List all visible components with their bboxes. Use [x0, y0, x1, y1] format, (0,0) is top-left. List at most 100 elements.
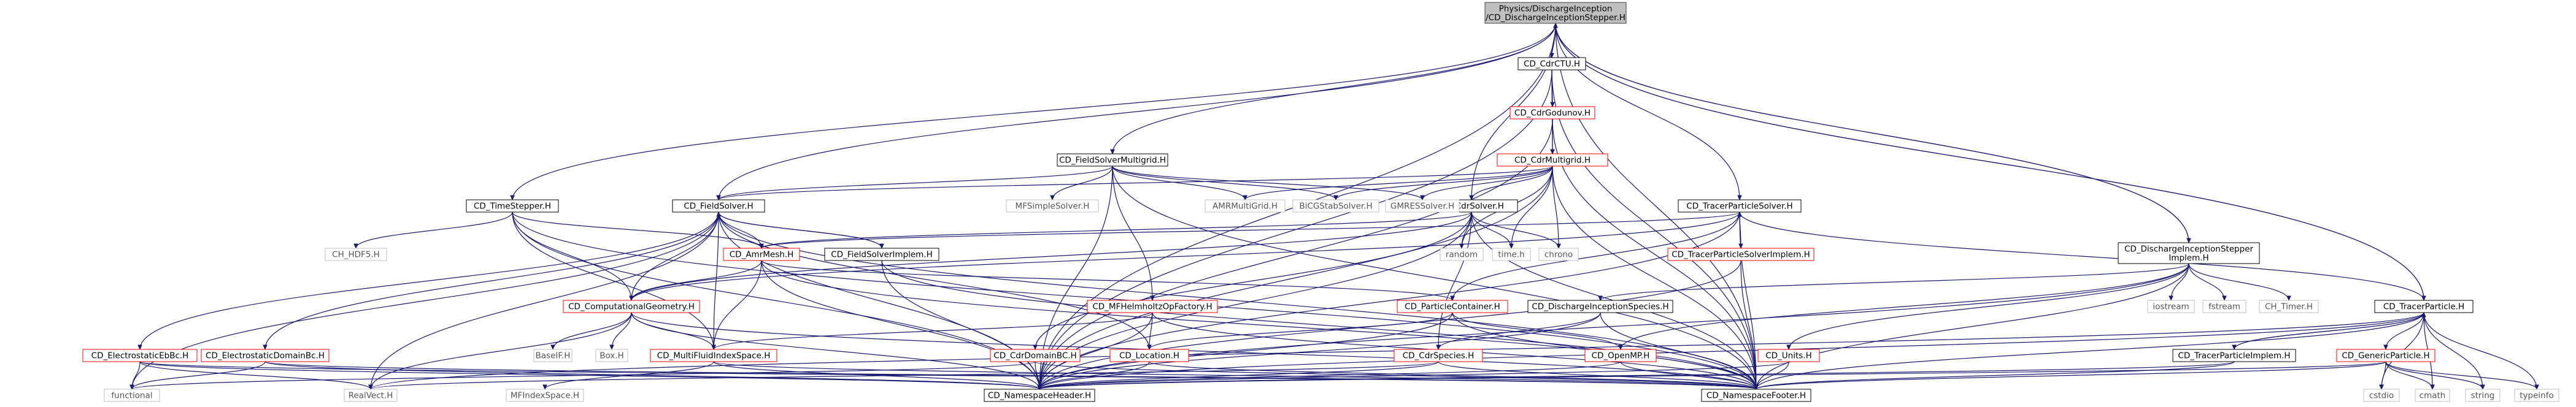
node-amrmg[interactable]: AMRMultiGrid.H	[1205, 199, 1286, 213]
node-label: CD_NamespaceHeader.H	[988, 391, 1091, 401]
edge-cdrspecies-to-nsheader	[1039, 361, 1439, 389]
node-bicg[interactable]: BiCGStabSolver.H	[1292, 199, 1379, 213]
node-box	[104, 389, 160, 402]
node-realvect[interactable]: RealVect.H	[344, 389, 398, 402]
node-functional[interactable]: functional	[104, 389, 160, 402]
node-chhdf5[interactable]: CH_HDF5.H	[325, 248, 387, 261]
edge-fsmg-to-mfsimple	[1052, 165, 1113, 200]
node-chtimer[interactable]: CH_Timer.H	[2259, 300, 2319, 313]
edge-cdrmg-to-chrono	[1552, 165, 1559, 248]
node-box	[1006, 199, 1099, 213]
node-units[interactable]: CD_Units.H	[1757, 349, 1820, 362]
edge-cdrspecies-to-realvect	[371, 361, 1439, 389]
edge-tracerps-to-compgeom	[631, 211, 1740, 300]
node-elecdomainbc[interactable]: CD_ElectrostaticDomainBc.H	[201, 349, 330, 362]
node-random[interactable]: random	[1440, 248, 1484, 261]
node-mfsimple[interactable]: MFSimpleSolver.H	[1006, 199, 1099, 213]
edge-timestepper-to-mfidxspace	[512, 211, 714, 349]
node-gmres[interactable]: GMRESSolver.H	[1385, 199, 1460, 213]
node-box	[201, 349, 330, 362]
node-fstream[interactable]: fstream	[2202, 300, 2246, 313]
node-label: GMRESSolver.H	[1390, 202, 1454, 211]
node-iostream[interactable]: iostream	[2147, 300, 2195, 313]
node-chrono[interactable]: chrono	[1538, 248, 1579, 261]
node-tracerps[interactable]: CD_TracerParticleSolver.H	[1678, 199, 1802, 213]
edge-fsmg-to-fieldsolver	[719, 165, 1113, 200]
node-fsimpl[interactable]: CD_FieldSolverImplem.H	[824, 248, 939, 261]
node-box	[2118, 242, 2260, 264]
node-baseif[interactable]: BaseIF.H	[533, 349, 573, 362]
node-box	[990, 349, 1081, 362]
node-partcont[interactable]: CD_ParticleContainer.H	[1397, 300, 1508, 313]
node-location[interactable]: CD_Location.H	[1109, 349, 1189, 362]
node-box	[82, 349, 198, 362]
node-cdrmg[interactable]: CD_CdrMultigrid.H	[1497, 153, 1608, 167]
node-label: CD_TracerParticleImplem.H	[2178, 351, 2290, 361]
edge-timestepper-to-chhdf5	[356, 211, 513, 248]
node-cdrspecies[interactable]: CD_CdrSpecies.H	[1394, 349, 1483, 362]
edge-compgeom-to-baseif	[553, 312, 632, 349]
node-box	[2147, 300, 2195, 313]
edge-cdrsolver-to-chrono	[1471, 211, 1559, 248]
edge-partcont-to-openmp	[1452, 312, 1621, 349]
node-elecebbc[interactable]: CD_ElectrostaticEbBc.H	[82, 349, 198, 362]
edge-mfhelm-to-mfidxspace	[714, 312, 1153, 349]
edge-tracerps-to-nsheader	[1039, 211, 1740, 389]
node-timeh[interactable]: time.h	[1492, 248, 1531, 261]
node-root[interactable]: Physics/DischargeInception/CD_DischargeI…	[1484, 2, 1627, 24]
node-mfidxspace[interactable]: CD_MultiFluidIndexSpace.H	[650, 349, 777, 362]
edge-dischstepimpl-to-chtimer	[2188, 263, 2289, 300]
node-label: CD_ElectrostaticEbBc.H	[91, 351, 189, 361]
node-nsheader[interactable]: CD_NamespaceHeader.H	[984, 389, 1095, 402]
node-dischspecies[interactable]: CD_DischargeInceptionSpecies.H	[1527, 300, 1673, 313]
node-tracerpimpl[interactable]: CD_TracerParticleImplem.H	[2172, 349, 2296, 362]
node-box	[2465, 389, 2501, 402]
edge-fsmg-to-bicg	[1112, 165, 1336, 200]
edge-tracerps-to-tracerparticle	[1739, 211, 2424, 300]
edge-compgeom-to-realvect	[371, 312, 632, 389]
node-label: Box.H	[600, 351, 624, 361]
node-label: CH_Timer.H	[2265, 302, 2313, 312]
node-typeinfo[interactable]: typeinfo	[2514, 389, 2559, 402]
node-tracerpsimpl[interactable]: CD_TracerParticleSolverImplem.H	[1667, 248, 1814, 261]
node-mfindexspace[interactable]: MFIndexSpace.H	[506, 389, 584, 402]
node-box	[1484, 2, 1627, 24]
node-box	[1757, 349, 1820, 362]
node-godunov[interactable]: CD_CdrGodunov.H	[1510, 106, 1595, 120]
node-fsmg[interactable]: CD_FieldSolverMultigrid.H	[1057, 153, 1168, 167]
edge-amrmesh-to-partcont	[761, 260, 1452, 300]
node-genericparticle[interactable]: CD_GenericParticle.H	[2336, 349, 2435, 362]
edge-dischspecies-to-nsfooter	[1600, 312, 1756, 389]
node-compgeom[interactable]: CD_ComputationalGeometry.H	[563, 300, 700, 313]
node-label: time.h	[1498, 250, 1524, 260]
node-cstdio[interactable]: cstdio	[2363, 389, 2400, 402]
edge-cdrsolver-to-cdrdomainbc	[1035, 211, 1472, 349]
edge-fsimpl-to-fieldsolver	[719, 212, 882, 249]
node-fieldsolver[interactable]: CD_FieldSolver.H	[672, 199, 765, 213]
node-cdrdomainbc[interactable]: CD_CdrDomainBC.H	[990, 349, 1081, 362]
node-openmp[interactable]: CD_OpenMP.H	[1584, 349, 1657, 362]
node-cdrctu[interactable]: CD_CdrCTU.H	[1517, 57, 1586, 70]
edge-partcont-to-location	[1149, 312, 1453, 349]
node-box	[1205, 199, 1286, 213]
node-string[interactable]: string	[2465, 389, 2501, 402]
node-box	[1497, 153, 1608, 167]
node-label: CD_DischargeInceptionSpecies.H	[1532, 302, 1668, 312]
node-boxh[interactable]: Box.H	[595, 349, 628, 362]
edge-mfidxspace-to-mfindexspace	[545, 361, 714, 389]
node-mfhelm[interactable]: CD_MFHelmholtzOpFactory.H	[1087, 300, 1218, 313]
edge-amrmesh-to-nsheader	[761, 260, 1039, 389]
node-tracerparticle[interactable]: CD_TracerParticle.H	[2374, 300, 2474, 313]
node-amrmesh[interactable]: CD_AmrMesh.H	[723, 248, 800, 261]
edge-dischspecies-to-cdrspecies	[1438, 312, 1601, 349]
edge-tracerps-to-amrmesh	[762, 211, 1740, 248]
edge-fieldsolver-to-elecdomainbc	[265, 211, 719, 349]
node-nsfooter[interactable]: CD_NamespaceFooter.H	[1701, 389, 1811, 402]
node-box	[325, 248, 387, 261]
node-label: /CD_DischargeInceptionStepper.H	[1486, 13, 1625, 23]
node-timestepper[interactable]: CD_TimeStepper.H	[466, 199, 559, 213]
edge-fieldsolver-to-realvect	[371, 211, 719, 389]
node-cmath[interactable]: cmath	[2415, 389, 2450, 402]
node-box	[1087, 300, 1218, 313]
